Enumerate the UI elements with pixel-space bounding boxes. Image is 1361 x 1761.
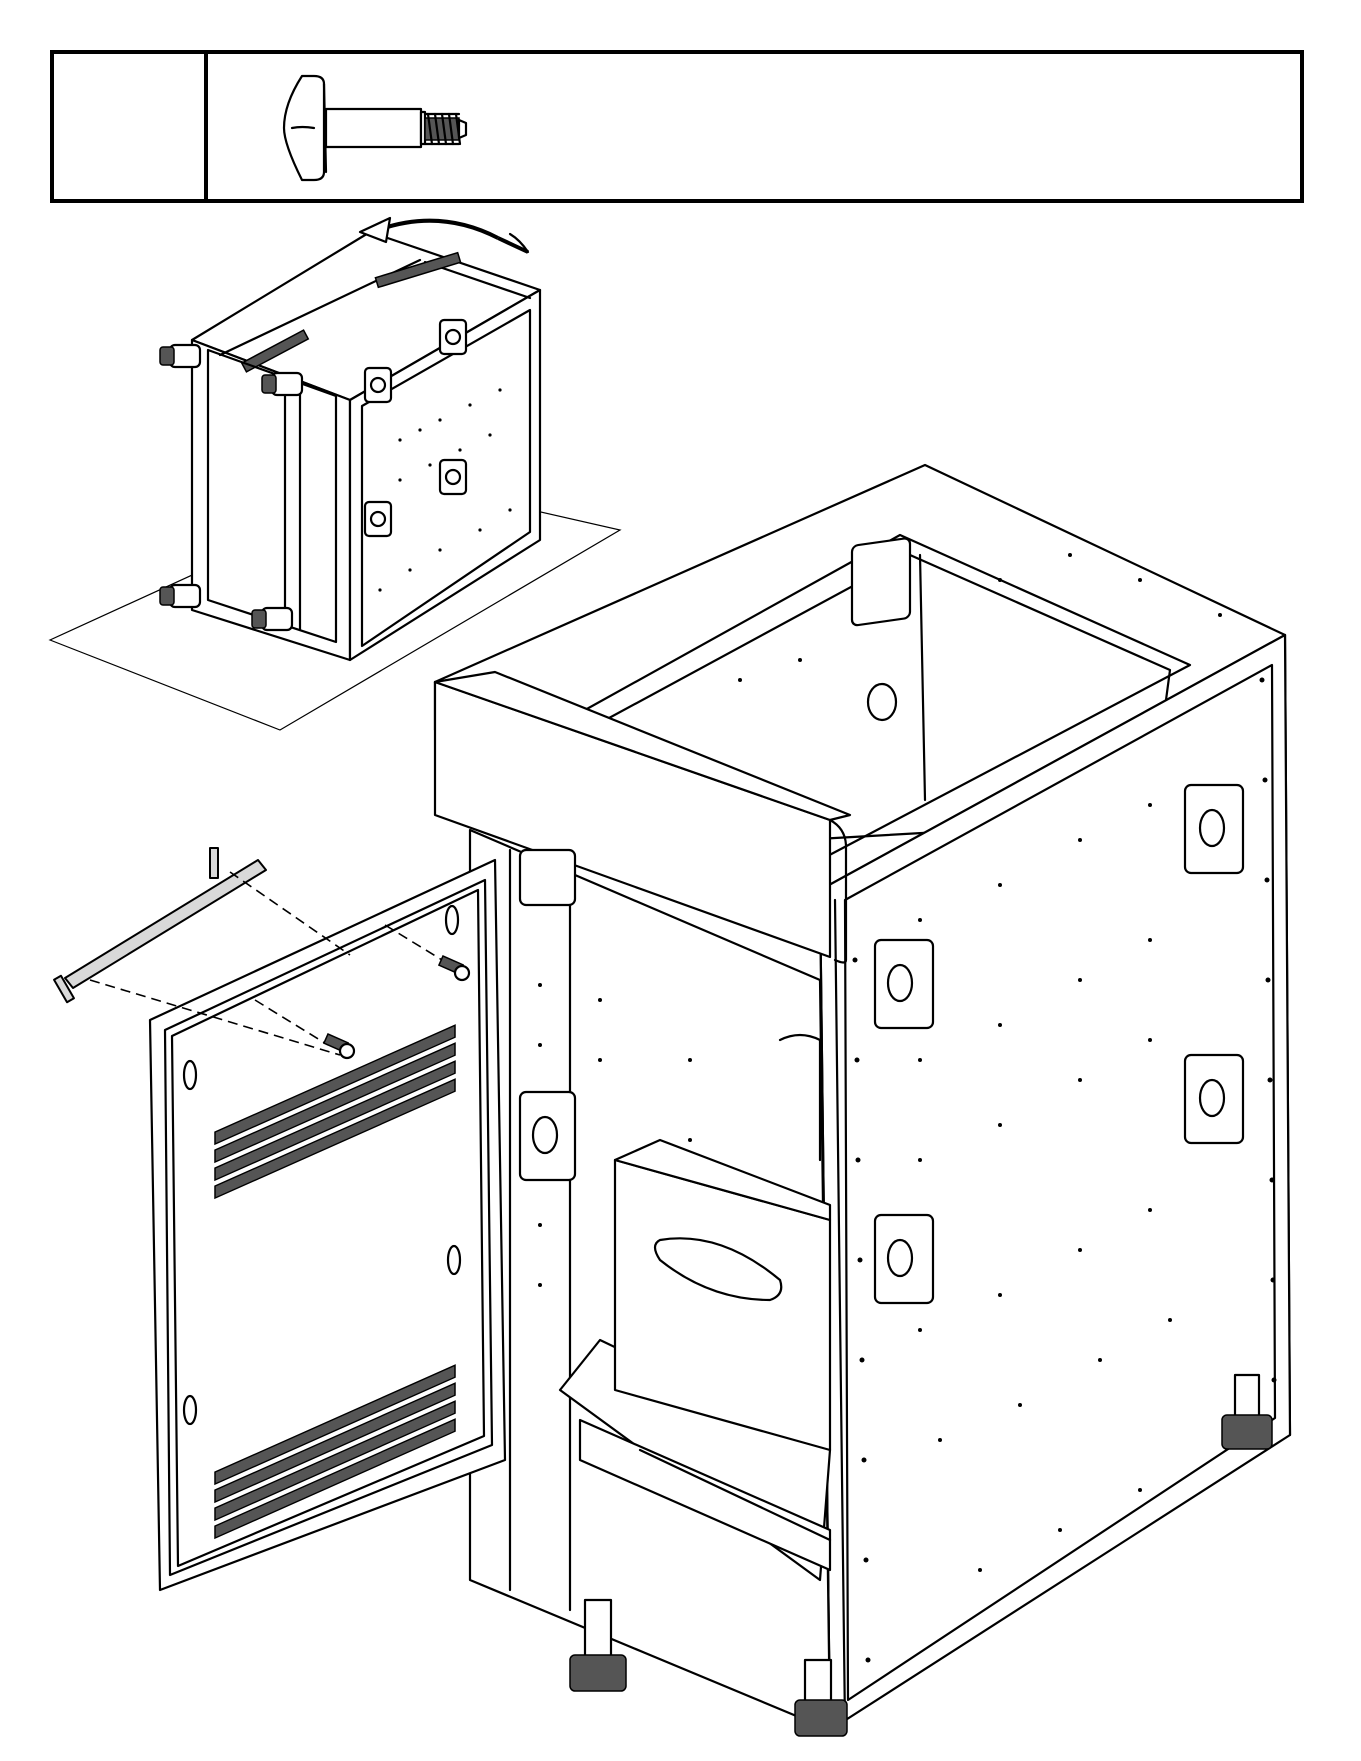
screw-thread-icon — [425, 114, 466, 144]
open-storage-cabinet — [435, 465, 1290, 1736]
main-cabinet-drawing — [40, 460, 1340, 1740]
hardware-header-box — [50, 50, 1304, 203]
shoulder-screw-icon — [114, 44, 1154, 197]
